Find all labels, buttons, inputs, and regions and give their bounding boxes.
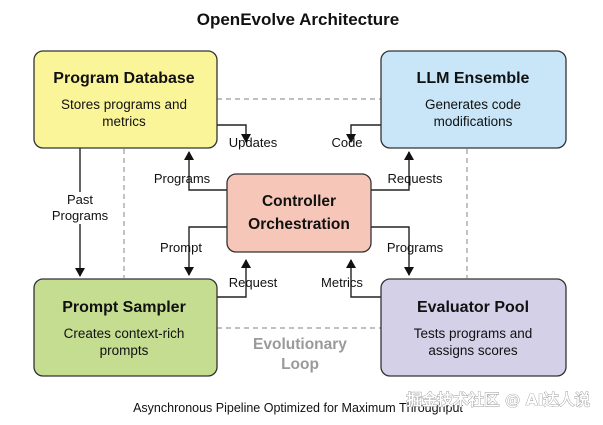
watermark: 掘金技术社区 @ AI达人说 xyxy=(406,390,590,409)
code-label: Code xyxy=(331,135,362,150)
updates-label: Updates xyxy=(229,135,278,150)
metrics-label: Metrics xyxy=(321,275,363,290)
program-database-desc-line2: metrics xyxy=(102,114,146,129)
prompt-label: Prompt xyxy=(160,240,202,255)
past-programs-label-line2: Programs xyxy=(52,208,109,223)
llm-ensemble-box: LLM Ensemble Generates code modification… xyxy=(380,50,567,149)
program-database-desc-line1: Stores programs and xyxy=(61,97,187,112)
prompt-sampler-desc-line1: Creates context-rich xyxy=(64,326,185,341)
llm-ensemble-desc-line1: Generates code xyxy=(425,97,521,112)
controller-title-line2: Orchestration xyxy=(248,216,350,233)
programs-to-evaluator-label: Programs xyxy=(387,240,444,255)
evaluator-pool-desc-line2: assigns scores xyxy=(428,343,518,358)
prompt-sampler-desc-line2: prompts xyxy=(100,343,149,358)
past-programs-label-bg xyxy=(60,192,104,224)
prompt-arrow xyxy=(184,226,228,276)
evaluator-pool-rect xyxy=(380,278,567,377)
requests-arrow xyxy=(370,151,414,191)
footer-caption: Asynchronous Pipeline Optimized for Maxi… xyxy=(133,401,463,415)
programs-to-db-label: Programs xyxy=(154,171,211,186)
loop-label-line1: Evolutionary xyxy=(253,336,347,353)
prompt-sampler-box: Prompt Sampler Creates context-rich prom… xyxy=(33,278,218,377)
controller-title-line1: Controller xyxy=(262,193,336,210)
llm-ensemble-desc-line2: modifications xyxy=(434,114,513,129)
controller-rect xyxy=(226,173,372,253)
evolutionary-loop-outline xyxy=(123,98,468,329)
programs-to-evaluator-arrow xyxy=(370,226,414,276)
prompt-sampler-rect xyxy=(33,278,218,377)
controller-box: Controller Orchestration xyxy=(226,173,372,253)
requests-label: Requests xyxy=(388,171,443,186)
request-label: Request xyxy=(229,275,278,290)
program-database-rect xyxy=(33,50,218,149)
evaluator-pool-title: Evaluator Pool xyxy=(417,299,529,316)
evaluator-pool-box: Evaluator Pool Tests programs and assign… xyxy=(380,278,567,377)
programs-to-db-arrow xyxy=(184,151,228,191)
past-programs-label-line1: Past xyxy=(67,192,93,207)
loop-label-line2: Loop xyxy=(281,356,319,373)
evaluator-pool-desc-line1: Tests programs and xyxy=(414,326,533,341)
diagram-title: OpenEvolve Architecture xyxy=(197,10,400,29)
prompt-sampler-title: Prompt Sampler xyxy=(62,299,186,316)
llm-ensemble-rect xyxy=(380,50,567,149)
program-database-title: Program Database xyxy=(53,70,194,87)
llm-ensemble-title: LLM Ensemble xyxy=(417,70,530,87)
program-database-box: Program Database Stores programs and met… xyxy=(33,50,218,149)
